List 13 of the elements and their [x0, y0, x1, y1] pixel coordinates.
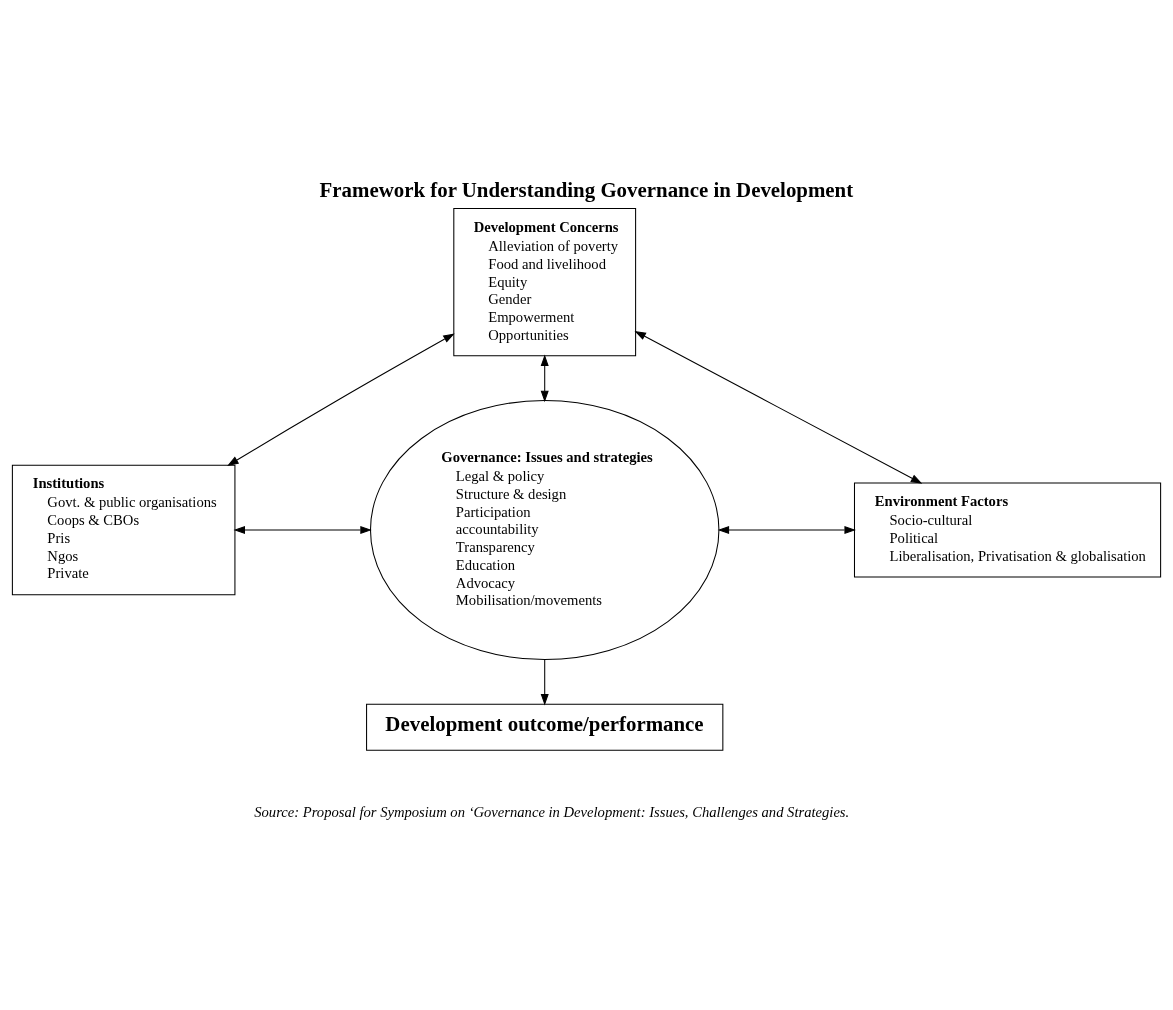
- node-box: Institutions Govt. & public organisations Coops & CBOs Pris Ngos Private: [11, 464, 236, 595]
- node-box: Development outcome/performance: [366, 703, 724, 751]
- arrow: [233, 525, 372, 534]
- node-ellipse: Governance: Issues and strategies Legal & policy Structure & design Participation accountability Transparency Education Advocacy Mobilisation/movements: [369, 399, 720, 660]
- node-box: Development Concerns Alleviation of poverty Food and livelihood Equity Gender Empowerment Opportunities: [453, 207, 637, 356]
- arrow: [540, 353, 549, 402]
- arrow: [540, 658, 549, 706]
- arrow: [634, 330, 923, 484]
- arrow: [227, 332, 455, 466]
- node-box: Environment Factors Socio-cultural Political Liberalisation, Privatisation & globalisation: [853, 482, 1162, 578]
- arrow: [717, 525, 856, 534]
- diagram-title: Framework for Understanding Governance in Development: [319, 177, 854, 202]
- label: Source: Proposal for Symposium on ‘Governance in Development: Issues, Challenges and Strategies.: [254, 803, 850, 820]
